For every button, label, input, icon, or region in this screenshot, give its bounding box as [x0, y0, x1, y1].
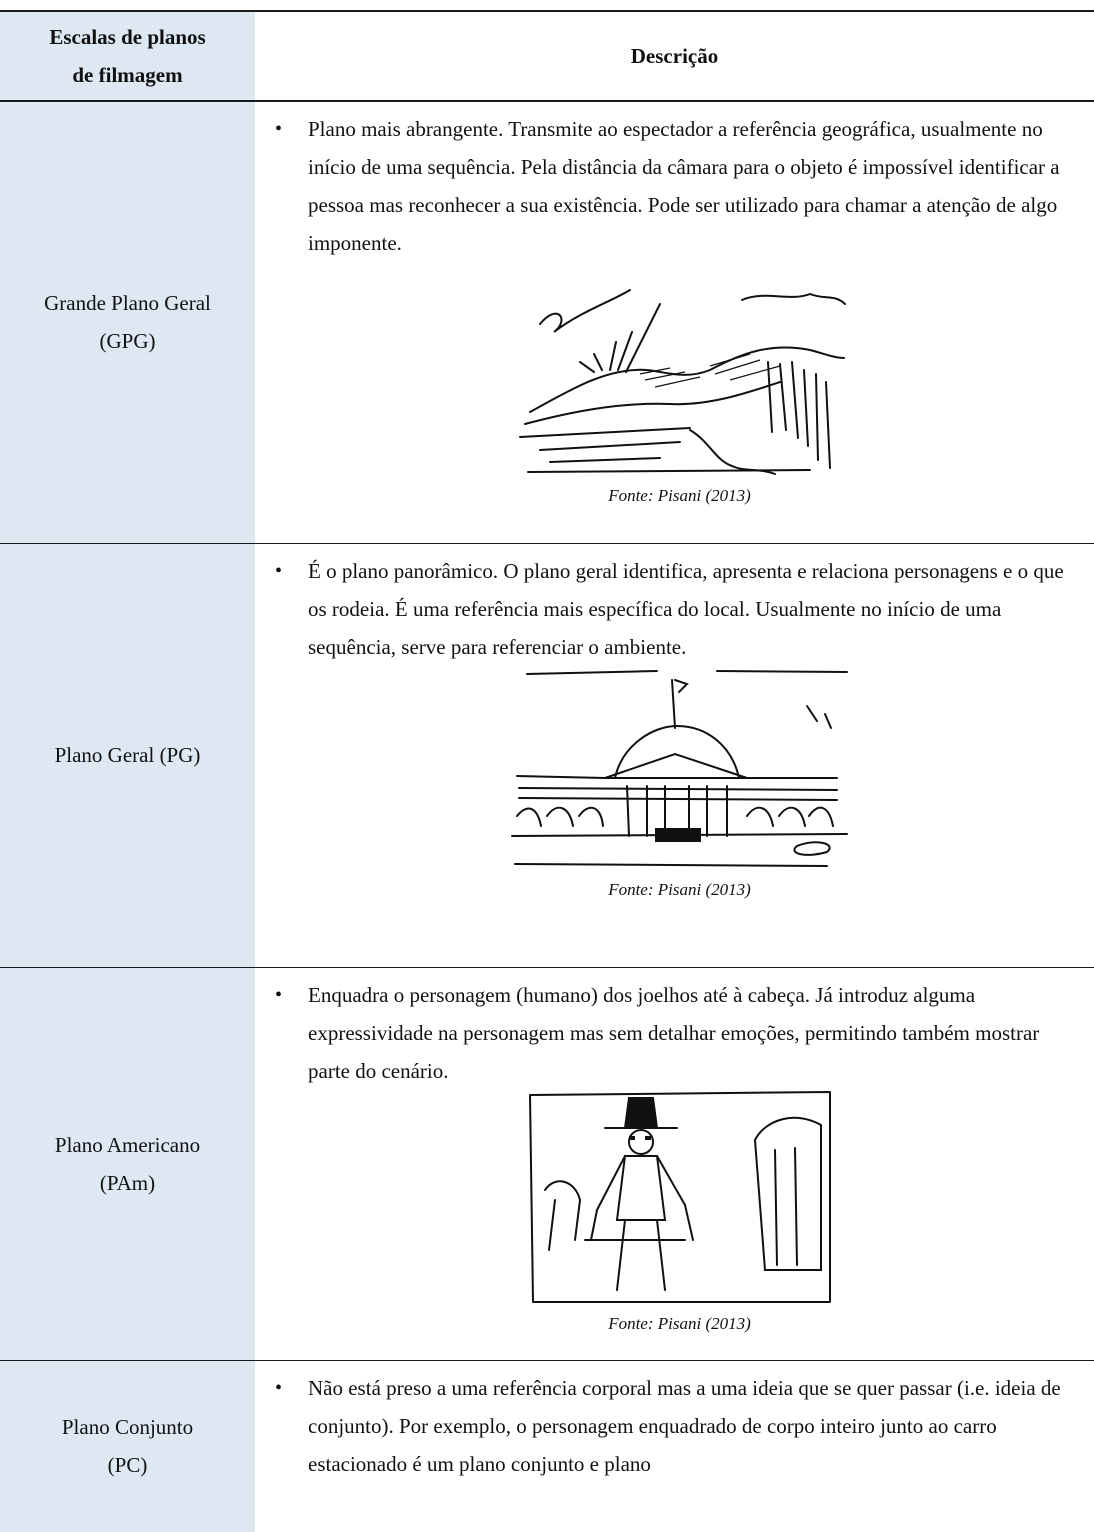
figure-caption: Fonte: Pisani (2013)	[608, 1313, 751, 1333]
description-text: Não está preso a uma referência corporal…	[275, 1369, 1084, 1483]
figure-caption: Fonte: Pisani (2013)	[608, 879, 751, 899]
row-description: Plano mais abrangente. Transmite ao espe…	[255, 101, 1094, 544]
row-description: É o plano panorâmico. O plano geral iden…	[255, 543, 1094, 968]
description-text: Enquadra o personagem (humano) dos joelh…	[275, 976, 1084, 1090]
description-text: É o plano panorâmico. O plano geral iden…	[275, 552, 1084, 666]
row-label-line: (PAm)	[99, 1170, 156, 1195]
row-description: Enquadra o personagem (humano) dos joelh…	[255, 967, 1094, 1361]
shot-scales-table: Escalas de planos de filmagem Descrição …	[0, 10, 1094, 1532]
row-description: Não está preso a uma referência corporal…	[255, 1360, 1094, 1532]
row-label-line: Plano Americano	[54, 1132, 201, 1157]
landscape-sketch	[518, 289, 846, 475]
row-label: Plano Americano (PAm)	[0, 967, 255, 1361]
header-scales-line-2: de filmagem	[72, 63, 183, 87]
row-label: Grande Plano Geral (GPG)	[0, 101, 255, 544]
row-label-line: (PC)	[107, 1453, 148, 1478]
building-sketch	[511, 669, 848, 867]
table-row: Grande Plano Geral (GPG) Plano mais abra…	[0, 101, 1094, 544]
table-header-row: Escalas de planos de filmagem Descrição	[0, 10, 1094, 102]
header-scales: Escalas de planos de filmagem	[0, 10, 255, 102]
cowboy-sketch	[528, 1090, 831, 1303]
table-row: Plano Americano (PAm) Enquadra o persona…	[0, 967, 1094, 1361]
table-row: Plano Geral (PG) É o plano panorâmico. O…	[0, 543, 1094, 968]
header-description: Descrição	[255, 10, 1094, 102]
row-label-line: (GPG)	[99, 329, 156, 354]
row-label: Plano Conjunto (PC)	[0, 1360, 255, 1532]
description-text: Plano mais abrangente. Transmite ao espe…	[275, 110, 1084, 262]
header-scales-line-1: Escalas de planos	[49, 25, 206, 49]
figure-caption: Fonte: Pisani (2013)	[608, 486, 751, 505]
row-label-line: Plano Conjunto	[61, 1415, 194, 1440]
row-label-line: Grande Plano Geral	[44, 291, 211, 316]
row-label-line: Plano Geral (PG)	[54, 743, 201, 767]
table-row: Plano Conjunto (PC) Não está preso a uma…	[0, 1360, 1094, 1532]
row-label: Plano Geral (PG)	[0, 543, 255, 968]
